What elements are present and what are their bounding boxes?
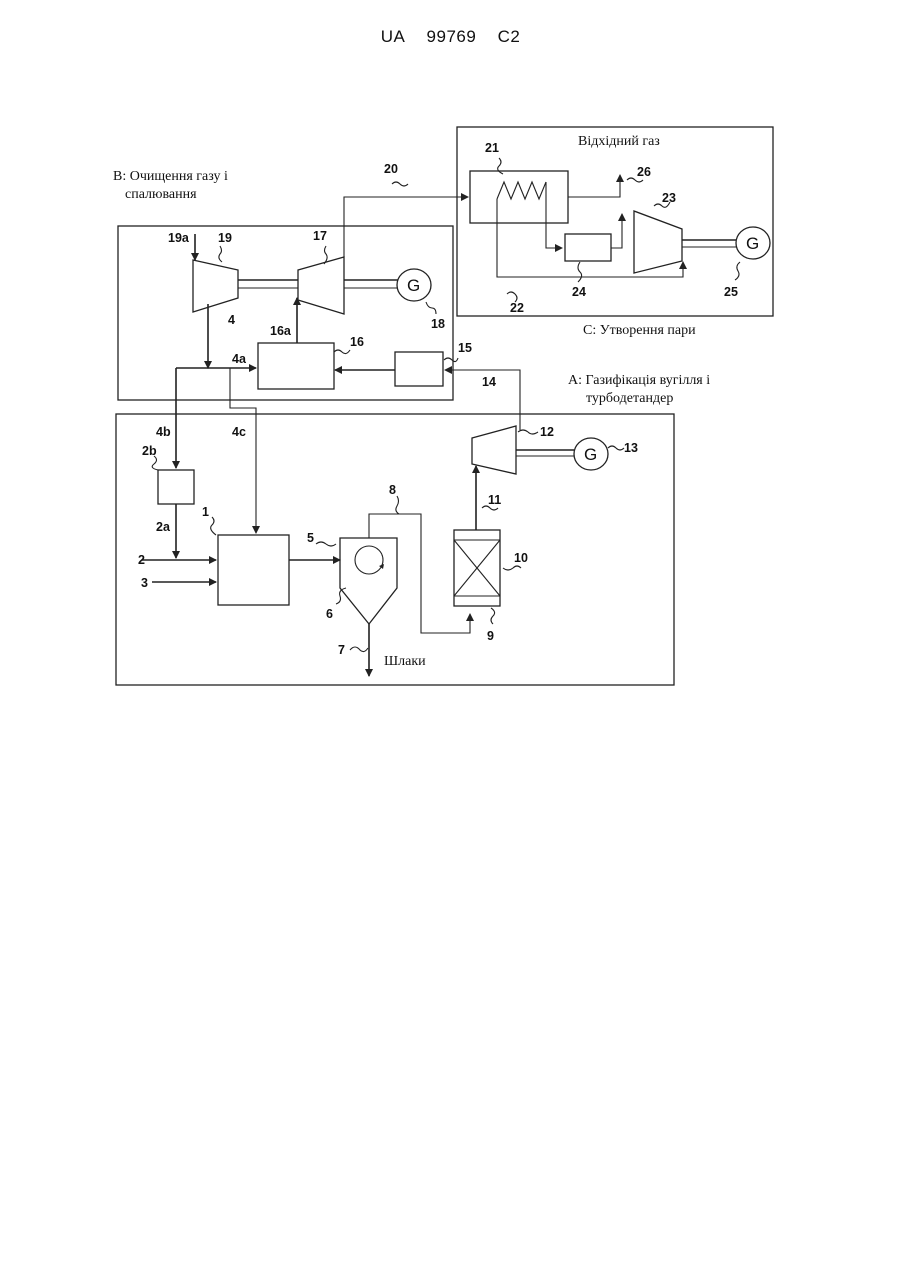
leader-24 [578,262,582,282]
line-20 [344,197,468,257]
ref-13: 13 [624,441,638,455]
turbo-expander [472,426,516,474]
line-8 [369,514,470,633]
section-b-caption-1: B: Очищення газу і [113,169,228,184]
line-24-to-23 [611,214,622,248]
leader-2b [152,456,158,470]
section-a-caption-2: турбодетандер [586,391,673,406]
generator-18-label: G [407,276,420,295]
cyclone-body [340,538,397,624]
ref-22: 22 [510,301,524,315]
ref-6: 6 [326,607,333,621]
ref-14: 14 [482,375,496,389]
leader-18 [426,302,436,314]
leader-10 [503,566,521,570]
ref-5: 5 [307,531,314,545]
unit-2b-box [158,470,194,504]
leader-25 [735,262,740,280]
line-22 [497,199,683,277]
leader-12 [518,430,538,434]
section-c-caption: C: Утворення пари [583,323,696,338]
coil-to-24 [546,182,562,248]
leader-6 [336,588,346,604]
leader-8 [396,496,399,514]
leader-15 [444,358,458,362]
cyclone-swirl [355,546,383,574]
leader-16 [334,350,350,354]
exhaust-gas-label: Відхідний газ [578,134,660,149]
compressor-19 [193,260,238,312]
section-a-caption-1: A: Газифікація вугілля і [568,373,710,388]
ref-4a: 4a [232,352,247,366]
ref-7: 7 [338,643,345,657]
line-26 [568,175,620,197]
combustor-16 [258,343,334,389]
ref-2b: 2b [142,444,157,458]
section-b-frame [118,226,453,400]
ref-16a: 16a [270,324,292,338]
leader-13 [608,446,624,450]
leader-7 [350,647,368,652]
ref-12: 12 [540,425,554,439]
ref-4b: 4b [156,425,171,439]
unit-15-box [395,352,443,386]
ref-20: 20 [384,162,398,176]
ref-21: 21 [485,141,499,155]
leader-20 [392,182,408,186]
unit-24-box [565,234,611,261]
ref-4: 4 [228,313,235,327]
ref-24: 24 [572,285,586,299]
ref-15: 15 [458,341,472,355]
ref-16: 16 [350,335,364,349]
leader-9 [491,608,495,624]
ref-3: 3 [141,576,148,590]
ref-23: 23 [662,191,676,205]
ref-18: 18 [431,317,445,331]
generator-25-label: G [746,234,759,253]
leader-5 [316,542,336,546]
ref-1: 1 [202,505,209,519]
ref-2: 2 [138,553,145,567]
ref-8: 8 [389,483,396,497]
section-b-caption-2: спалювання [125,187,197,202]
slag-label: Шлаки [384,654,426,669]
ref-19a: 19a [168,231,190,245]
ref-11: 11 [488,493,501,507]
leader-1 [211,517,216,535]
generator-13-label: G [584,445,597,464]
gasifier-box [218,535,289,605]
ref-10: 10 [514,551,528,565]
ref-17: 17 [313,229,327,243]
ref-4c: 4c [232,425,246,439]
ref-9: 9 [487,629,494,643]
steam-turbine-23 [634,211,682,273]
ref-19: 19 [218,231,232,245]
ref-2a: 2a [156,520,171,534]
line-4c [230,368,256,533]
leader-19 [219,246,222,262]
hrsg-coil [497,182,546,199]
gas-turbine-17 [298,257,344,314]
hrsg-21 [470,171,568,223]
ref-25: 25 [724,285,738,299]
ref-26: 26 [637,165,651,179]
